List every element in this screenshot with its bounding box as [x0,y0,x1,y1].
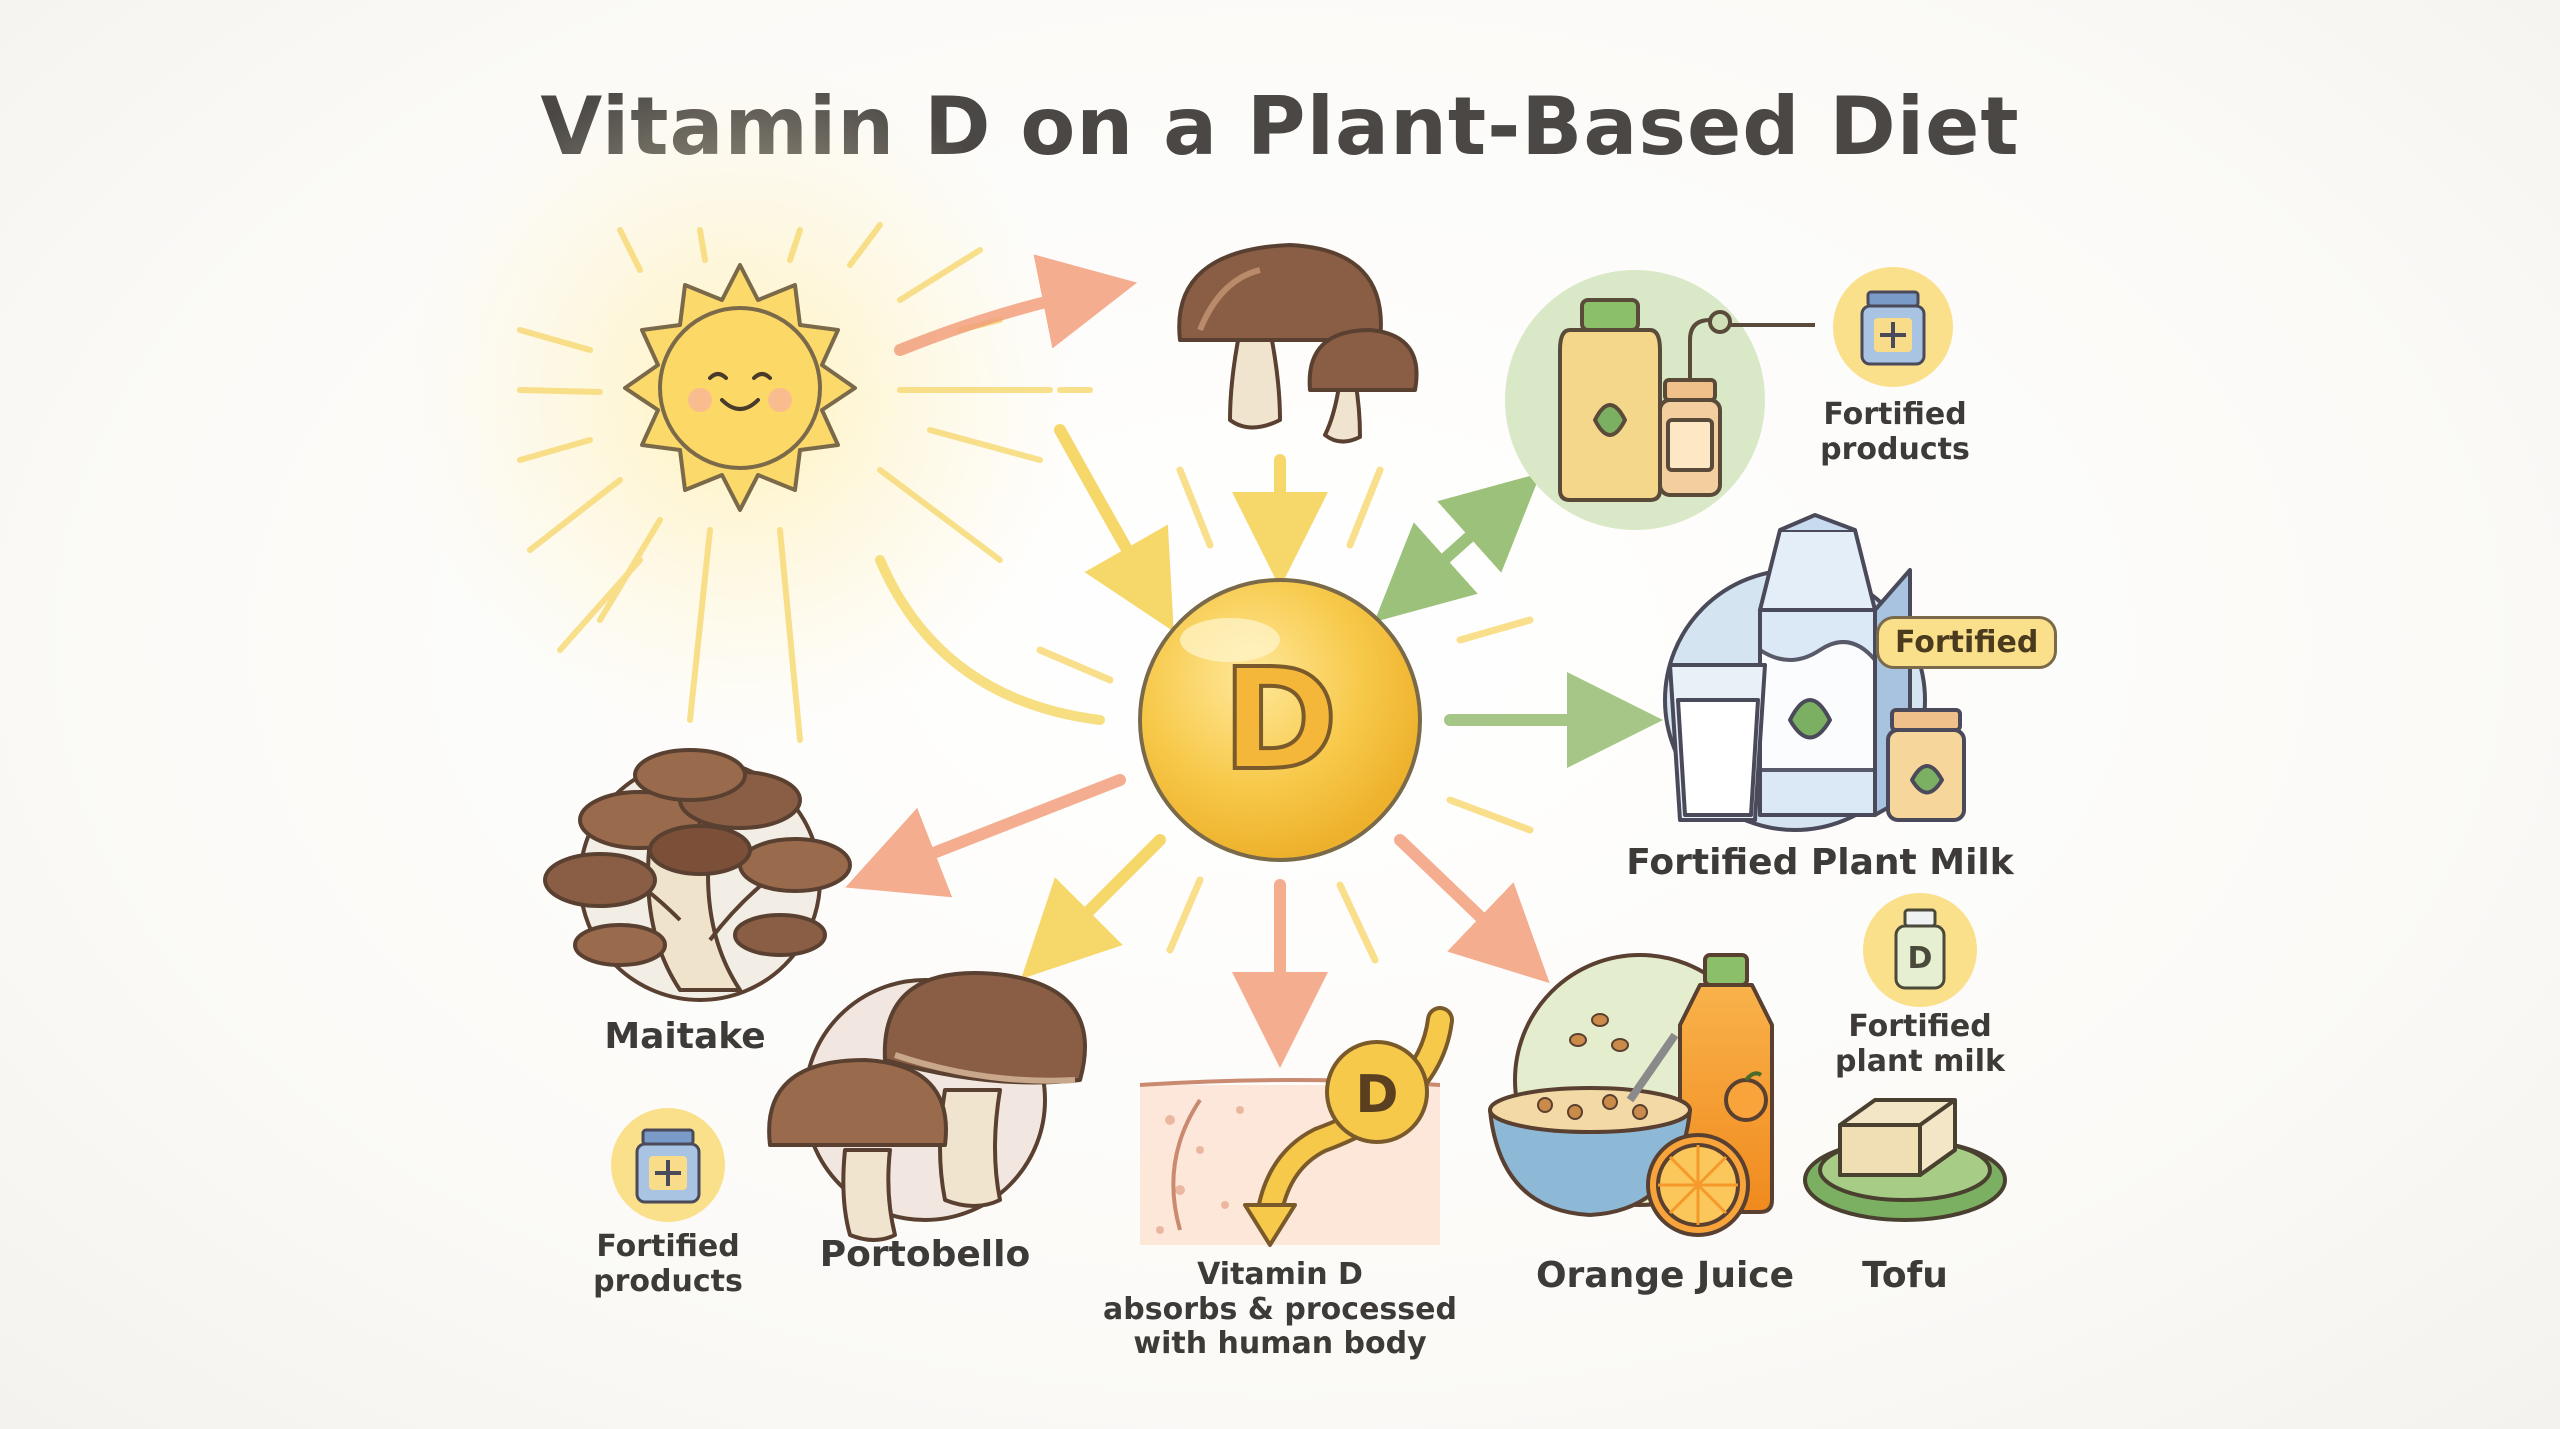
fortified-plant-milk-small-label: Fortified plant milk [1835,1009,2005,1079]
arrow-vitamin-to-portobello [1021,834,1166,979]
vitamin-d-letter: D [1222,639,1338,802]
supplement-jar-icon-left [611,1108,725,1222]
arrow-vitamin-to-maitake [845,774,1126,898]
tofu-icon [1803,1098,2007,1222]
maitake-label: Maitake [604,1016,766,1057]
portobello-icon [767,971,1087,1242]
arrow-vitamin-fortified-products [1374,472,1541,623]
supplement-jar-icon-top [1833,267,1953,387]
fortified-products-bottles-icon [1505,270,1815,530]
mushroom-icon [1177,243,1419,444]
fortified-bottle-d-icon: D [1863,893,1977,1007]
fortified-tag: Fortified [1876,616,2058,669]
fortified-products-label-left: Fortified products [593,1229,743,1299]
orange-juice-icon [1488,953,1774,1237]
arrow-sun-to-mushroom [894,254,1138,356]
fortified-products-label-top: Fortified products [1820,397,1970,467]
diagram-arrows [845,254,1663,1068]
portobello-label: Portobello [819,1234,1031,1275]
arrow-vitamin-to-orange-juice [1394,834,1550,984]
maitake-icon [543,748,852,1002]
tofu-label: Tofu [1862,1255,1948,1296]
skin-absorption-icon: D [1139,1006,1454,1247]
body-absorption-caption: Vitamin D absorbs & processed with human… [1103,1257,1457,1361]
fortified-plant-milk-label: Fortified Plant Milk [1626,842,2014,883]
small-bottle-d-letter: D [1908,941,1933,976]
sun-icon [400,60,1093,743]
orange-juice-label: Orange Juice [1535,1255,1795,1296]
skin-d-letter: D [1355,1065,1398,1125]
plant-milk-icon [1663,513,1966,832]
arrow-sun-to-vitamin [1054,424,1174,632]
arrow-sun-curve [875,555,1105,725]
vitamin-d-icon: D [1138,578,1422,862]
